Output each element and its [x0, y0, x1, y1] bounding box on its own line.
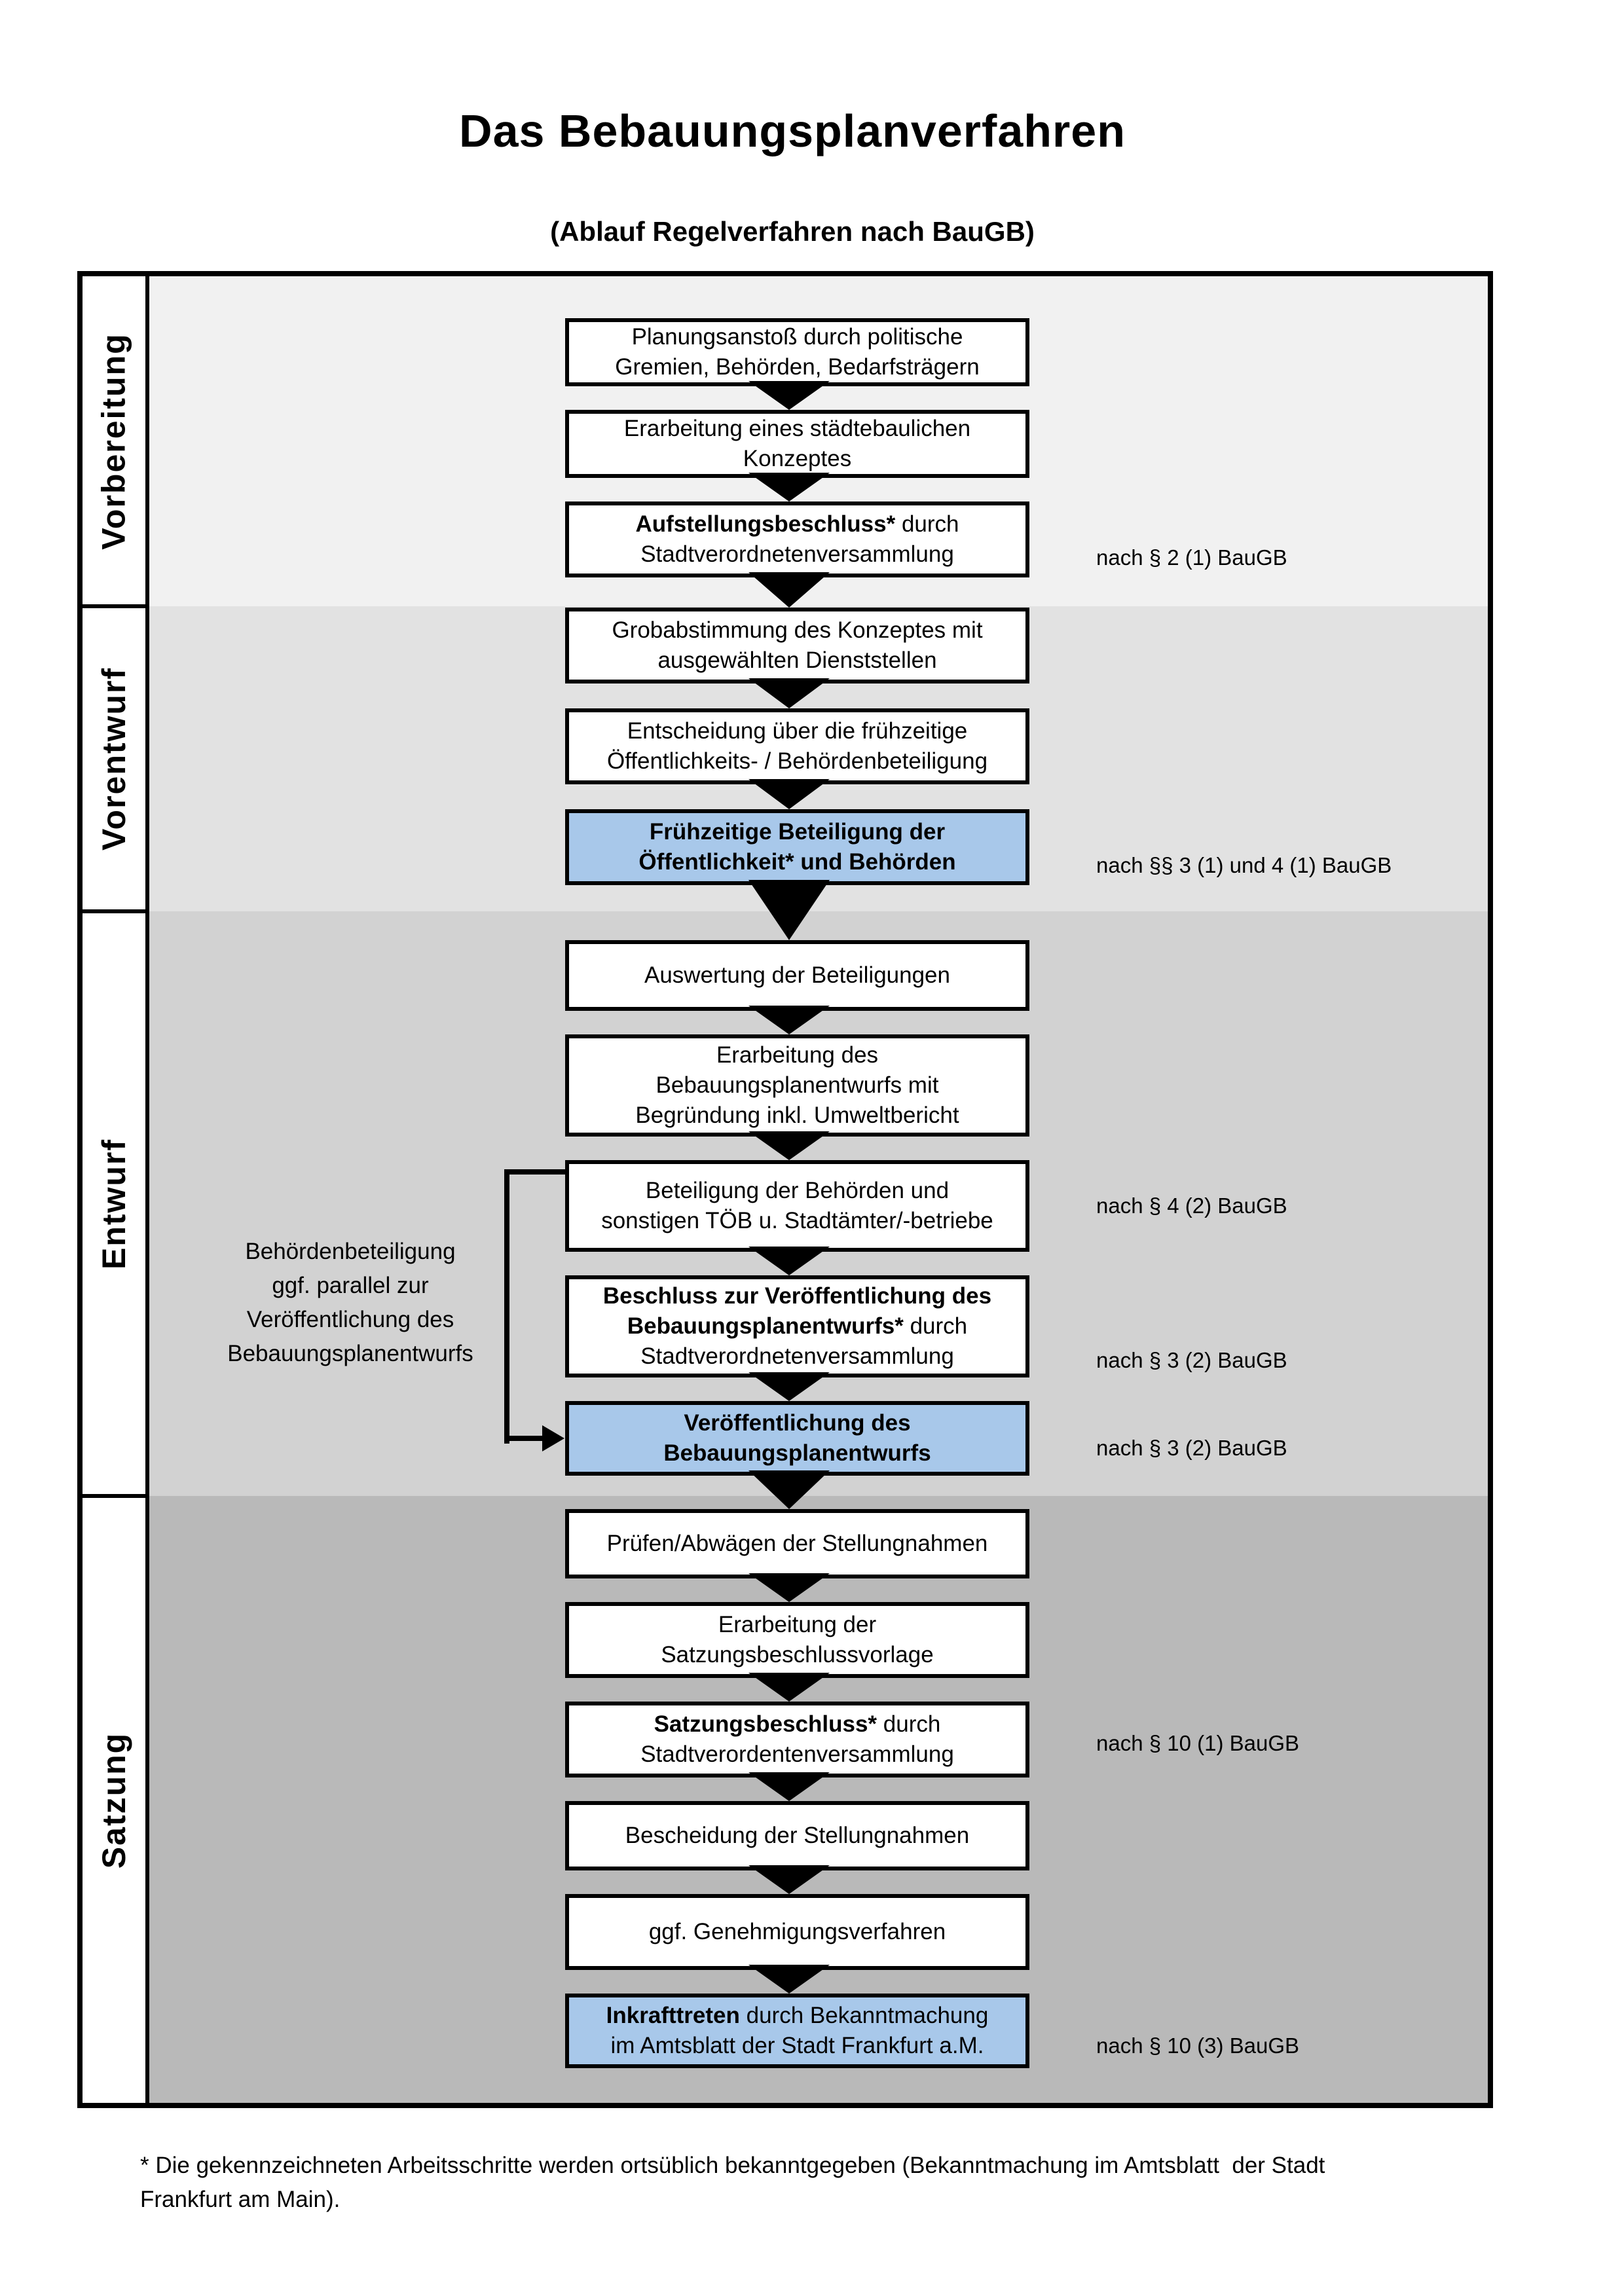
connector-line [504, 1169, 565, 1175]
phase-label-column [83, 276, 145, 2103]
flow-arrow-down-icon [748, 1372, 830, 1401]
flow-arrow-down-icon [748, 678, 830, 708]
flow-arrow-down-icon [748, 1673, 830, 1702]
flow-step-staedtebauliches-konzept: Erarbeitung eines städtebaulichen Konzep… [565, 410, 1029, 478]
flow-arrow-down-icon [748, 1470, 830, 1509]
flow-step-satzungsbeschlussvorlage: Erarbeitung der Satzungsbeschlussvorlage [565, 1602, 1029, 1678]
flow-step-genehmigungsverfahren: ggf. Genehmigungsverfahren [565, 1894, 1029, 1970]
phase-column-divider [145, 276, 149, 2103]
diagram-frame [77, 271, 1493, 2108]
phase-label-entwurf: Entwurf [96, 1138, 132, 1269]
flow-arrow-down-icon [748, 1131, 830, 1160]
legal-reference: nach § 3 (2) BauGB [1096, 1436, 1287, 1460]
flow-step-behoerdenbeteiligung-toeb: Beteiligung der Behörden und sonstigen T… [565, 1160, 1029, 1252]
flow-arrow-down-icon [748, 1006, 830, 1034]
flow-step-aufstellungsbeschluss: Aufstellungsbeschluss* durch Stadtverord… [565, 501, 1029, 577]
flow-arrow-right-icon [542, 1425, 564, 1451]
flow-arrow-down-icon [748, 1965, 830, 1994]
footnote: * Die gekennzeichneten Arbeitsschritte w… [140, 2153, 1325, 2212]
flow-step-auswertung-beteiligungen: Auswertung der Beteiligungen [565, 940, 1029, 1011]
legal-reference: nach §§ 3 (1) und 4 (1) BauGB [1096, 853, 1392, 877]
flow-step-bescheidung-stellungnahmen: Bescheidung der Stellungnahmen [565, 1801, 1029, 1870]
flow-arrow-down-icon [748, 779, 830, 809]
connector-line [504, 1169, 509, 1444]
flow-arrow-down-icon [748, 1247, 830, 1275]
flow-step-inkrafttreten: Inkrafttreten durch Bekanntmachung im Am… [565, 1994, 1029, 2068]
legal-reference: nach § 4 (2) BauGB [1096, 1194, 1287, 1218]
section-divider [83, 909, 149, 913]
flow-arrow-down-icon [748, 1772, 830, 1801]
flow-step-planungsanstoss: Planungsanstoß durch politische Gremien,… [565, 318, 1029, 386]
section-divider [83, 604, 149, 608]
flow-arrow-down-icon [748, 572, 830, 608]
flow-step-pruefen-abwaegen: Prüfen/Abwägen der Stellungnahmen [565, 1509, 1029, 1578]
phase-label-vorbereitung: Vorbereitung [96, 333, 133, 550]
flow-arrow-down-icon [748, 473, 830, 501]
flow-step-erarbeitung-entwurf: Erarbeitung des Bebauungsplanentwurfs mi… [565, 1034, 1029, 1137]
flow-arrow-down-icon [748, 381, 830, 410]
legal-reference: nach § 2 (1) BauGB [1096, 545, 1287, 570]
flow-step-entscheidung-fruehzeitige-beteiligung: Entscheidung über die frühzeitige Öffent… [565, 708, 1029, 784]
phase-label-satzung: Satzung [96, 1732, 132, 1869]
page-title: Das Bebauungsplanverfahren [459, 105, 1126, 156]
legal-reference: nach § 10 (3) BauGB [1096, 2033, 1300, 2058]
flow-arrow-down-icon [748, 1573, 830, 1602]
flow-arrow-down-icon [748, 880, 830, 940]
flow-step-fruehzeitige-beteiligung: Frühzeitige Beteiligung der Öffentlichke… [565, 809, 1029, 885]
side-note: Behördenbeteiligung ggf. parallel zur Ve… [227, 1239, 473, 1366]
section-divider [83, 1494, 149, 1498]
flow-step-veroeffentlichung-entwurf: Veröffentlichung des Bebauungsplanentwur… [565, 1401, 1029, 1476]
flow-step-grobabstimmung: Grobabstimmung des Konzeptes mit ausgewä… [565, 608, 1029, 683]
page-subtitle: (Ablauf Regelverfahren nach BauGB) [550, 216, 1035, 247]
legal-reference: nach § 10 (1) BauGB [1096, 1731, 1300, 1755]
legal-reference: nach § 3 (2) BauGB [1096, 1348, 1287, 1372]
flow-step-beschluss-veroeffentlichung: Beschluss zur Veröffentlichung des Bebau… [565, 1275, 1029, 1377]
flow-step-satzungsbeschluss: Satzungsbeschluss* durch Stadtverordente… [565, 1702, 1029, 1777]
phase-label-vorentwurf: Vorentwurf [96, 666, 132, 851]
connector-line [504, 1436, 542, 1441]
flow-arrow-down-icon [748, 1865, 830, 1894]
